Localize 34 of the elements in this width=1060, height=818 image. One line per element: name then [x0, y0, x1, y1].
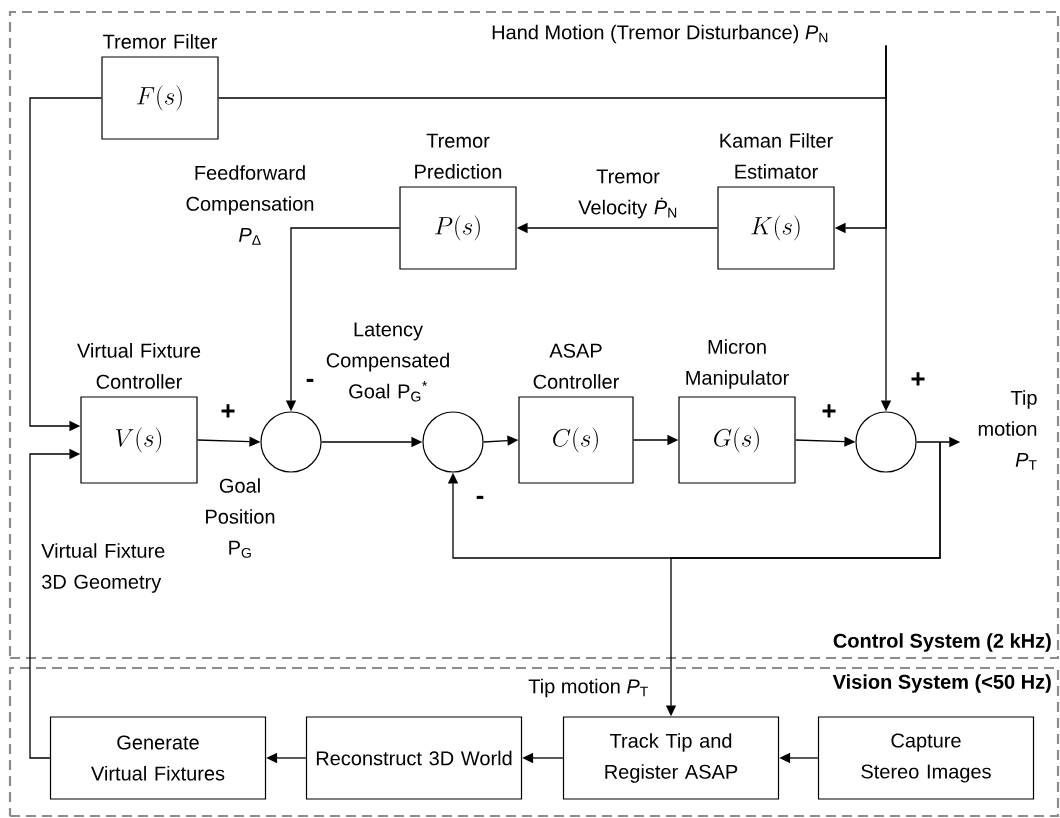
- block-box: $K(s)$: [717, 186, 835, 270]
- signal-label: Goal Position P$_{G}$: [206, 478, 275, 558]
- signal-label: Latency Compensated Goal P$_{G}$*: [326, 322, 449, 402]
- sign-label: -: [476, 495, 484, 499]
- sign-label: +: [822, 404, 836, 418]
- region-label: Vision System (<50 Hz): [832, 674, 1051, 693]
- signal-label: Tip motion P$_{T}$: [978, 390, 1037, 470]
- block-box: $C(s)$: [518, 396, 634, 484]
- summing-junction: [855, 411, 917, 473]
- signal-label: Virtual Fixture 3D Geometry: [41, 543, 165, 593]
- block-title: Micron Manipulator: [686, 339, 789, 389]
- signal-label: Tip motion P$_{T}$: [528, 678, 648, 698]
- summing-junction: [422, 411, 484, 473]
- block-title: ASAP Controller: [533, 343, 619, 389]
- sign-label: -: [306, 378, 314, 382]
- block-title: Virtual Fixture Controller: [77, 343, 201, 389]
- block-box: $F(s)$: [101, 56, 219, 140]
- signal-label: Feedforward Compensation P$_{Δ}$: [186, 165, 314, 245]
- region-label: Control System (2 kHz): [833, 633, 1051, 652]
- block-title: Tremor Prediction: [415, 133, 502, 179]
- summing-junction: [260, 411, 322, 473]
- sign-label: +: [221, 404, 235, 418]
- block-box: $P(s)$: [399, 186, 517, 270]
- block-box: $G(s)$: [678, 396, 796, 484]
- process-box: Reconstruct 3D World: [305, 716, 523, 800]
- process-box: Generate Virtual Fixtures: [49, 716, 267, 800]
- block-title: Tremor Filter: [103, 34, 218, 49]
- process-box: Capture Stereo Images: [817, 716, 1035, 800]
- signal-label: Tremor Velocity Ṗ$_{N}$: [578, 169, 677, 219]
- signal-label: Hand Motion (Tremor Disturbance) P$_{N}$: [492, 24, 828, 44]
- block-title: Kaman Filter Estimator: [720, 133, 833, 179]
- sign-label: +: [911, 372, 925, 386]
- block-box: $V(s)$: [80, 396, 198, 484]
- process-box: Track Tip and Register ASAP: [562, 716, 780, 800]
